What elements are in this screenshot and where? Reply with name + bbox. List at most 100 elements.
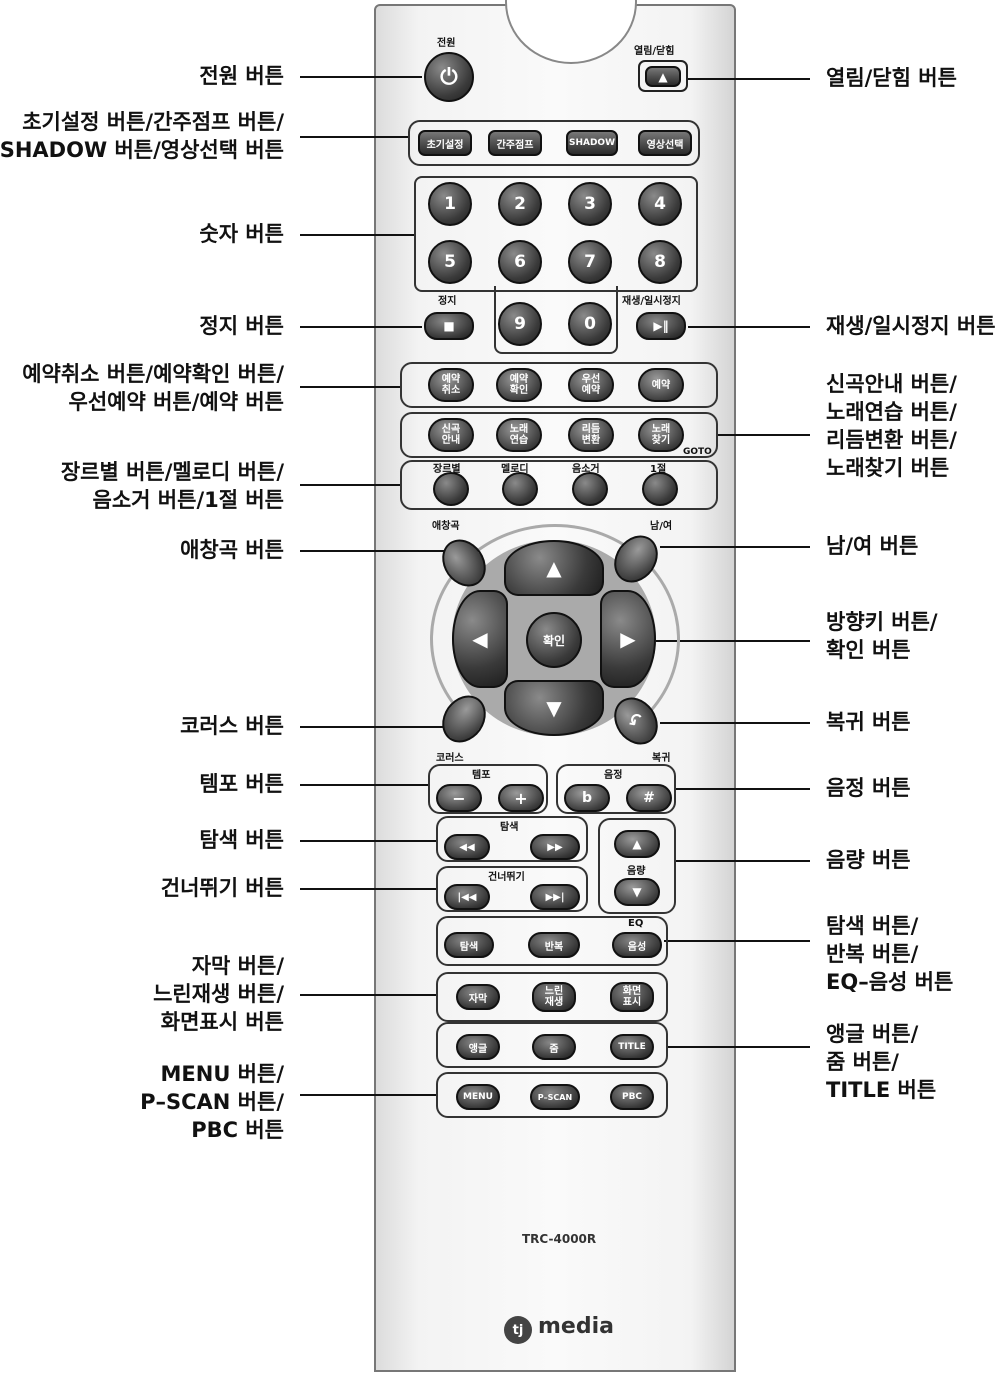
open-close-button[interactable]: ▲ [645, 66, 681, 87]
number-button-7[interactable]: 7 [568, 240, 612, 284]
number-button-9[interactable]: 9 [498, 302, 542, 346]
title-button[interactable]: TITLE [610, 1034, 654, 1060]
interlude-jump-button[interactable]: 간주점프 [488, 130, 542, 156]
key-caption: 음정 [604, 770, 623, 781]
open-close-caption: 열림/닫힘 [634, 46, 675, 57]
volume-up-button[interactable]: ▲ [614, 830, 660, 858]
gender-caption: 남/여 [650, 521, 673, 532]
stop-button[interactable]: ■ [424, 312, 474, 340]
subtitle-button[interactable]: 자막 [456, 984, 500, 1010]
number-button-4[interactable]: 4 [638, 182, 682, 226]
skip-back-button[interactable]: |◀◀ [444, 884, 490, 910]
label-power: 전원 버튼 [199, 64, 284, 88]
tempo-plus-button[interactable]: + [498, 784, 544, 812]
first-verse-button[interactable] [642, 472, 678, 506]
label-chorus: 코러스 버튼 [180, 714, 284, 738]
tj-logo-icon: tj [504, 1316, 532, 1344]
label-search: 탐색 버튼 [199, 828, 284, 852]
mute-button[interactable] [572, 472, 608, 506]
number-group-top [414, 176, 698, 292]
skip-forward-button[interactable]: ▶▶| [530, 884, 580, 910]
up-arrow-button[interactable]: ▲ [504, 540, 604, 596]
newsong-group [400, 412, 718, 458]
skip-group [436, 866, 588, 912]
melody-button[interactable] [502, 472, 538, 506]
video-select-button[interactable]: 영상선택 [638, 130, 692, 156]
search-group [436, 816, 588, 862]
number-button-2[interactable]: 2 [498, 182, 542, 226]
label-subtitle: 자막 버튼/느린재생 버튼/화면표시 버튼 [153, 954, 284, 1034]
number-button-5[interactable]: 5 [428, 240, 472, 284]
pbc-button[interactable]: PBC [610, 1084, 654, 1110]
label-menu: MENU 버튼/P–SCAN 버튼/PBC 버튼 [140, 1062, 284, 1142]
fast-forward-button[interactable]: ▶▶ [530, 834, 580, 860]
brand-name: media [538, 1314, 614, 1339]
chorus-caption: 코러스 [436, 753, 464, 764]
goto-caption: GOTO [683, 447, 712, 457]
number-button-6[interactable]: 6 [498, 240, 542, 284]
reserve-group [400, 362, 718, 408]
play-caption: 재생/일시정지 [622, 296, 681, 307]
label-tempo: 템포 버튼 [199, 772, 284, 796]
repeat-button[interactable]: 반복 [528, 932, 580, 958]
number-button-3[interactable]: 3 [568, 182, 612, 226]
label-gender: 남/여 버튼 [826, 534, 919, 558]
shadow-button[interactable]: SHADOW [566, 130, 618, 156]
number-group-bottom [494, 286, 618, 354]
key-group [556, 764, 676, 814]
label-eq: 탐색 버튼/반복 버튼/EQ–음성 버튼 [826, 914, 954, 994]
menu-group [436, 1072, 668, 1118]
model-name: TRC-4000R [522, 1232, 597, 1246]
volume-caption: 음량 [627, 866, 646, 877]
label-favorite: 애창곡 버튼 [180, 538, 284, 562]
label-angle: 앵글 버튼/줌 버튼/TITLE 버튼 [826, 1022, 937, 1102]
label-setup: 초기설정 버튼/간주점프 버튼/SHADOW 버튼/영상선택 버튼 [0, 110, 284, 162]
eq-caption: EQ [628, 918, 644, 929]
zoom-button[interactable]: 줌 [532, 1034, 576, 1060]
volume-down-button[interactable]: ▼ [614, 878, 660, 906]
genre-group [400, 460, 718, 510]
menu-button[interactable]: MENU [456, 1084, 500, 1110]
first-verse-caption: 1절 [650, 464, 667, 475]
power-caption: 전원 [437, 38, 456, 49]
subtitle-group [436, 972, 668, 1022]
label-back: 복귀 버튼 [826, 710, 911, 734]
label-open-close: 열림/닫힘 버튼 [826, 66, 957, 90]
power-button[interactable]: ⏻ [424, 52, 474, 102]
left-arrow-button[interactable]: ◀ [452, 590, 508, 688]
genre-button[interactable] [433, 472, 469, 506]
search-button-2[interactable]: 탐색 [444, 932, 494, 958]
play-pause-button[interactable]: ▶‖ [636, 312, 686, 340]
rewind-button[interactable]: ◀◀ [444, 834, 490, 860]
eq-voice-button[interactable]: 음성 [612, 932, 662, 958]
down-arrow-button[interactable]: ▼ [504, 680, 604, 736]
skip-caption: 건너뛰기 [488, 872, 525, 883]
angle-button[interactable]: 앵글 [456, 1034, 500, 1060]
label-genre: 장르별 버튼/멜로디 버튼/음소거 버튼/1절 버튼 [60, 460, 284, 512]
key-sharp-button[interactable]: # [626, 784, 672, 812]
search-caption: 탐색 [500, 822, 519, 833]
reserve-button[interactable]: 예약 [638, 368, 684, 402]
tempo-group [428, 764, 548, 814]
number-button-1[interactable]: 1 [428, 182, 472, 226]
right-arrow-button[interactable]: ▶ [600, 590, 656, 688]
label-play: 재생/일시정지 버튼 [826, 314, 996, 338]
label-volume: 음량 버튼 [826, 848, 911, 872]
p-scan-button[interactable]: P–SCAN [530, 1084, 580, 1110]
tempo-minus-button[interactable]: − [436, 784, 482, 812]
number-button-0[interactable]: 0 [568, 302, 612, 346]
ok-button[interactable]: 확인 [526, 612, 582, 668]
favorite-caption: 애창곡 [432, 521, 460, 532]
number-button-8[interactable]: 8 [638, 240, 682, 284]
setup-button[interactable]: 초기설정 [418, 130, 472, 156]
key-flat-button[interactable]: b [564, 784, 610, 812]
